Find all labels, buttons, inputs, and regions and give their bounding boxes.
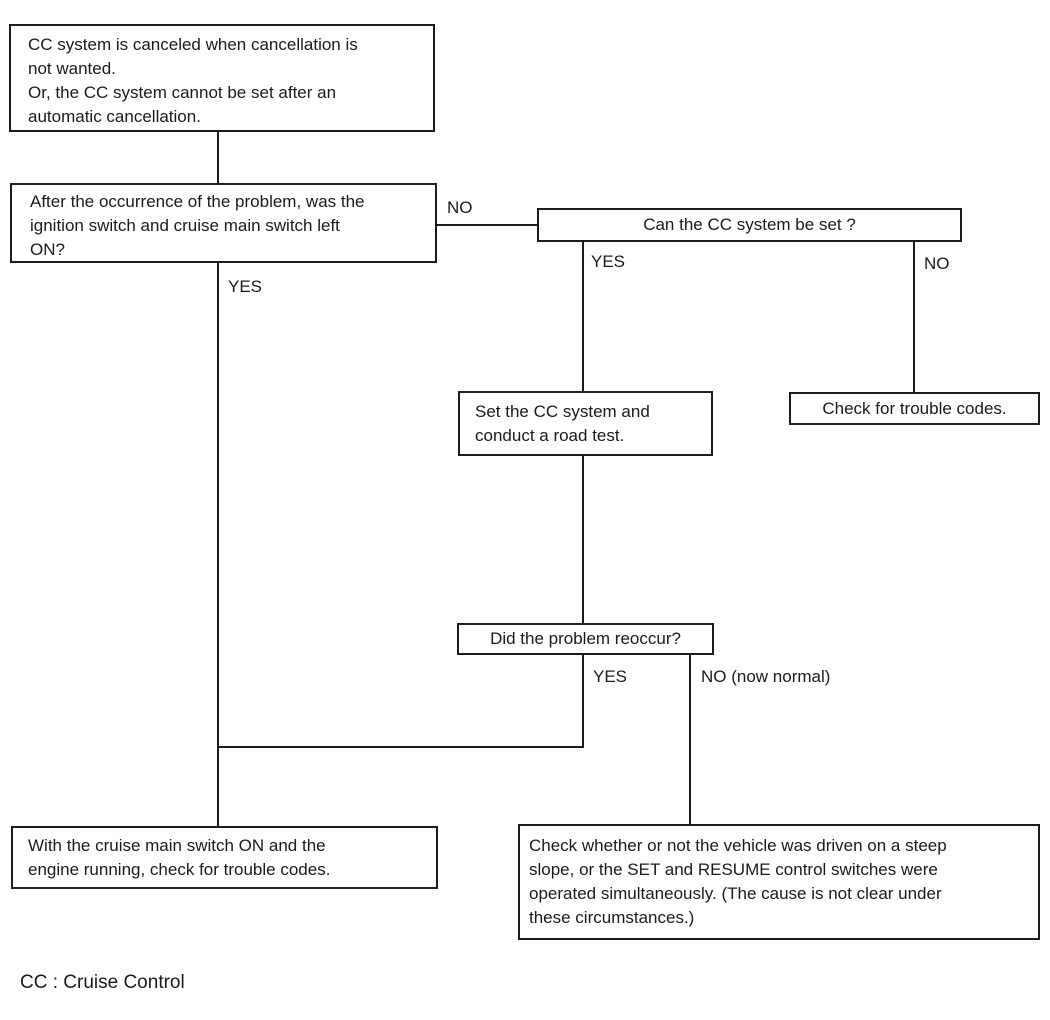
node-action-check-codes-engine-running: With the cruise main switch ON and the e… — [11, 826, 438, 889]
connector-reoccur-yes-elbow — [217, 746, 584, 748]
connector-start-to-ignition — [217, 132, 219, 183]
connector-road-test-to-reoccur — [582, 456, 584, 623]
connector-can-set-yes-to-road-test — [582, 242, 584, 391]
node-question-ignition-switch-left-on: After the occurrence of the problem, was… — [10, 183, 437, 263]
node-action-check-steep-slope: Check whether or not the vehicle was dri… — [518, 824, 1040, 940]
connector-reoccur-no-to-check-slope — [689, 655, 691, 824]
branch-label-no-ignition: NO — [447, 198, 473, 217]
node-symptom-description: CC system is canceled when cancellation … — [9, 24, 435, 132]
branch-label-yes-reoccur: YES — [593, 667, 628, 686]
connector-ignition-no-to-can-set — [437, 224, 537, 226]
node-question-problem-reoccur: Did the problem reoccur? — [457, 623, 714, 655]
branch-label-no-now-normal: NO (now normal) — [701, 667, 831, 686]
node-action-set-cc-road-test: Set the CC system and conduct a road tes… — [458, 391, 713, 456]
connector-ignition-yes-to-check-engine — [217, 263, 219, 826]
connector-reoccur-yes-down — [582, 655, 584, 748]
node-question-can-cc-be-set: Can the CC system be set ? — [537, 208, 962, 242]
branch-label-yes-ignition: YES — [228, 277, 263, 296]
branch-label-no-can-set: NO — [924, 254, 950, 273]
branch-label-yes-can-set: YES — [591, 252, 626, 271]
legend-cc-abbreviation: CC : Cruise Control — [20, 972, 185, 993]
connector-can-set-no-to-check-codes — [913, 242, 915, 392]
node-action-check-trouble-codes: Check for trouble codes. — [789, 392, 1040, 425]
